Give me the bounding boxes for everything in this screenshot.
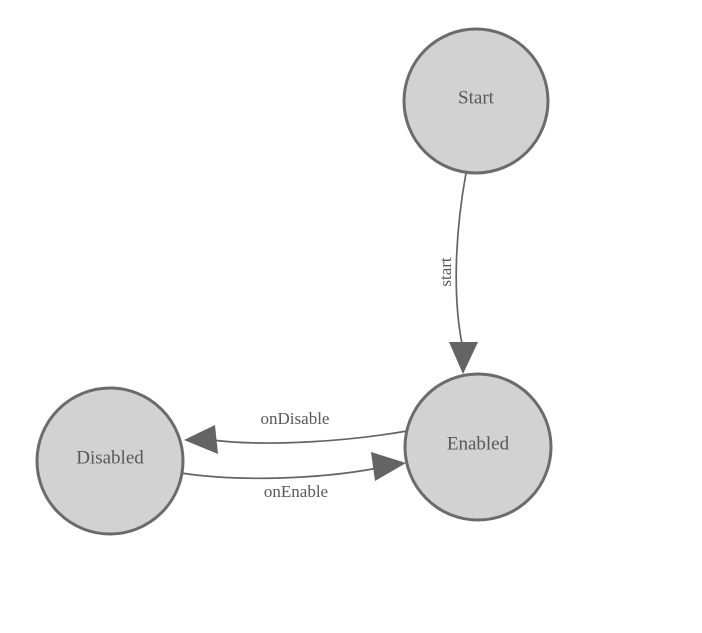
state-node-disabled-label: Disabled — [76, 447, 144, 468]
transition-label-on-enable: onEnable — [264, 482, 328, 501]
transition-enabled-to-disabled-path — [211, 430, 408, 444]
state-node-disabled-circle — [35, 386, 185, 536]
state-node-enabled-circle — [403, 372, 553, 522]
transition-disabled-to-enabled-path — [180, 467, 379, 480]
arrowhead-right-into-enabled — [371, 452, 406, 481]
arrowhead-left-into-disabled — [184, 425, 218, 454]
transition-disabled-to-enabled[interactable]: onEnable — [180, 452, 406, 501]
transition-label-on-disable: onDisable — [261, 409, 330, 428]
arrowhead-down-into-enabled — [449, 342, 478, 374]
transition-label-start: start — [436, 257, 455, 287]
transition-enabled-to-disabled[interactable]: onDisable — [184, 409, 408, 454]
state-node-enabled-label: Enabled — [447, 433, 510, 454]
state-node-start-circle — [402, 27, 550, 175]
state-node-enabled[interactable]: Enabled — [403, 372, 553, 522]
transition-start-to-enabled[interactable]: start — [436, 172, 478, 374]
state-node-start-label: Start — [458, 87, 495, 108]
transition-start-to-enabled-path — [455, 172, 467, 345]
state-node-start[interactable]: Start — [402, 27, 550, 175]
state-node-disabled[interactable]: Disabled — [35, 386, 185, 536]
